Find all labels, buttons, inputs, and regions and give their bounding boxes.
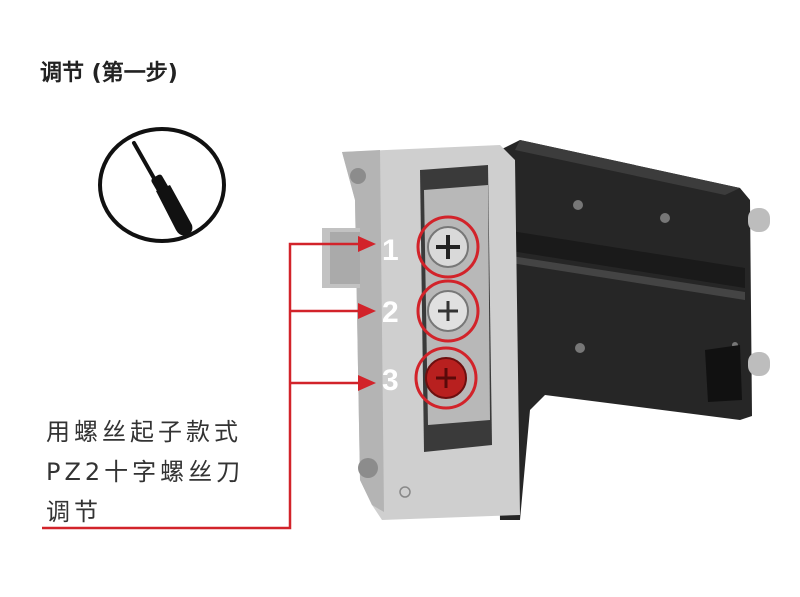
black-bracket bbox=[495, 140, 770, 520]
screw-1 bbox=[418, 217, 478, 277]
screw-2 bbox=[418, 281, 478, 341]
step-number-2: 2 bbox=[382, 296, 399, 330]
screw-3 bbox=[416, 348, 476, 408]
caption-line-2: PZ2十字螺丝刀 bbox=[46, 452, 296, 492]
step-number-3: 3 bbox=[382, 364, 399, 398]
step-number-1: 1 bbox=[382, 234, 399, 268]
caption-line-1: 用螺丝起子款式 bbox=[46, 412, 296, 452]
instruction-caption: 用螺丝起子款式 PZ2十字螺丝刀 调节 bbox=[46, 412, 296, 532]
metal-plate bbox=[322, 145, 520, 520]
caption-line-3: 调节 bbox=[46, 492, 296, 532]
